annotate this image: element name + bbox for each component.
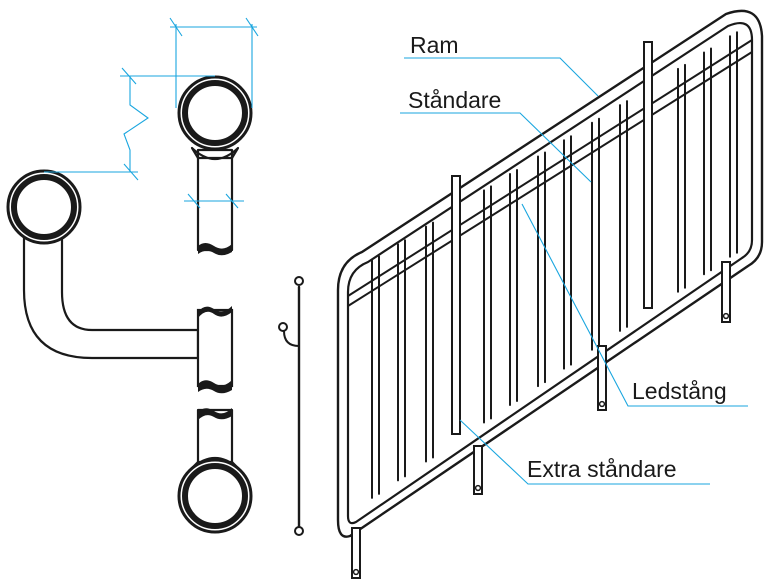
handrail-bracket-detail — [278, 276, 304, 536]
dimension-lines — [44, 17, 259, 209]
extra-upright-2 — [643, 41, 653, 309]
leg-1-hole — [352, 568, 360, 576]
leader-ledstang — [521, 203, 748, 407]
leader-ram — [404, 57, 599, 97]
leg-2 — [473, 445, 483, 495]
label-ledstang: Ledstång — [632, 378, 727, 404]
label-extra-standare: Extra ståndare — [527, 456, 677, 482]
frame-outer — [336, 9, 764, 538]
railing-panel — [336, 9, 764, 579]
lower-tube-section — [177, 408, 253, 534]
tube-cross-section-details — [6, 17, 259, 534]
joint-tube-section — [196, 306, 234, 394]
leader-lines — [400, 57, 748, 485]
label-ram: Ram — [410, 32, 459, 58]
leader-standare — [400, 112, 592, 183]
upper-tube-section — [177, 75, 253, 256]
leg-3-hole — [598, 400, 606, 408]
leader-extra-standare — [459, 419, 710, 485]
leg-2-hole — [474, 484, 482, 492]
leg-3 — [597, 345, 607, 411]
leg-1 — [351, 527, 361, 579]
leg-4-hole — [722, 312, 730, 320]
extra-upright-1 — [451, 175, 461, 435]
leg-4 — [721, 261, 731, 323]
bent-frame-tube-section — [6, 169, 200, 360]
label-standare: Ståndare — [408, 87, 501, 113]
